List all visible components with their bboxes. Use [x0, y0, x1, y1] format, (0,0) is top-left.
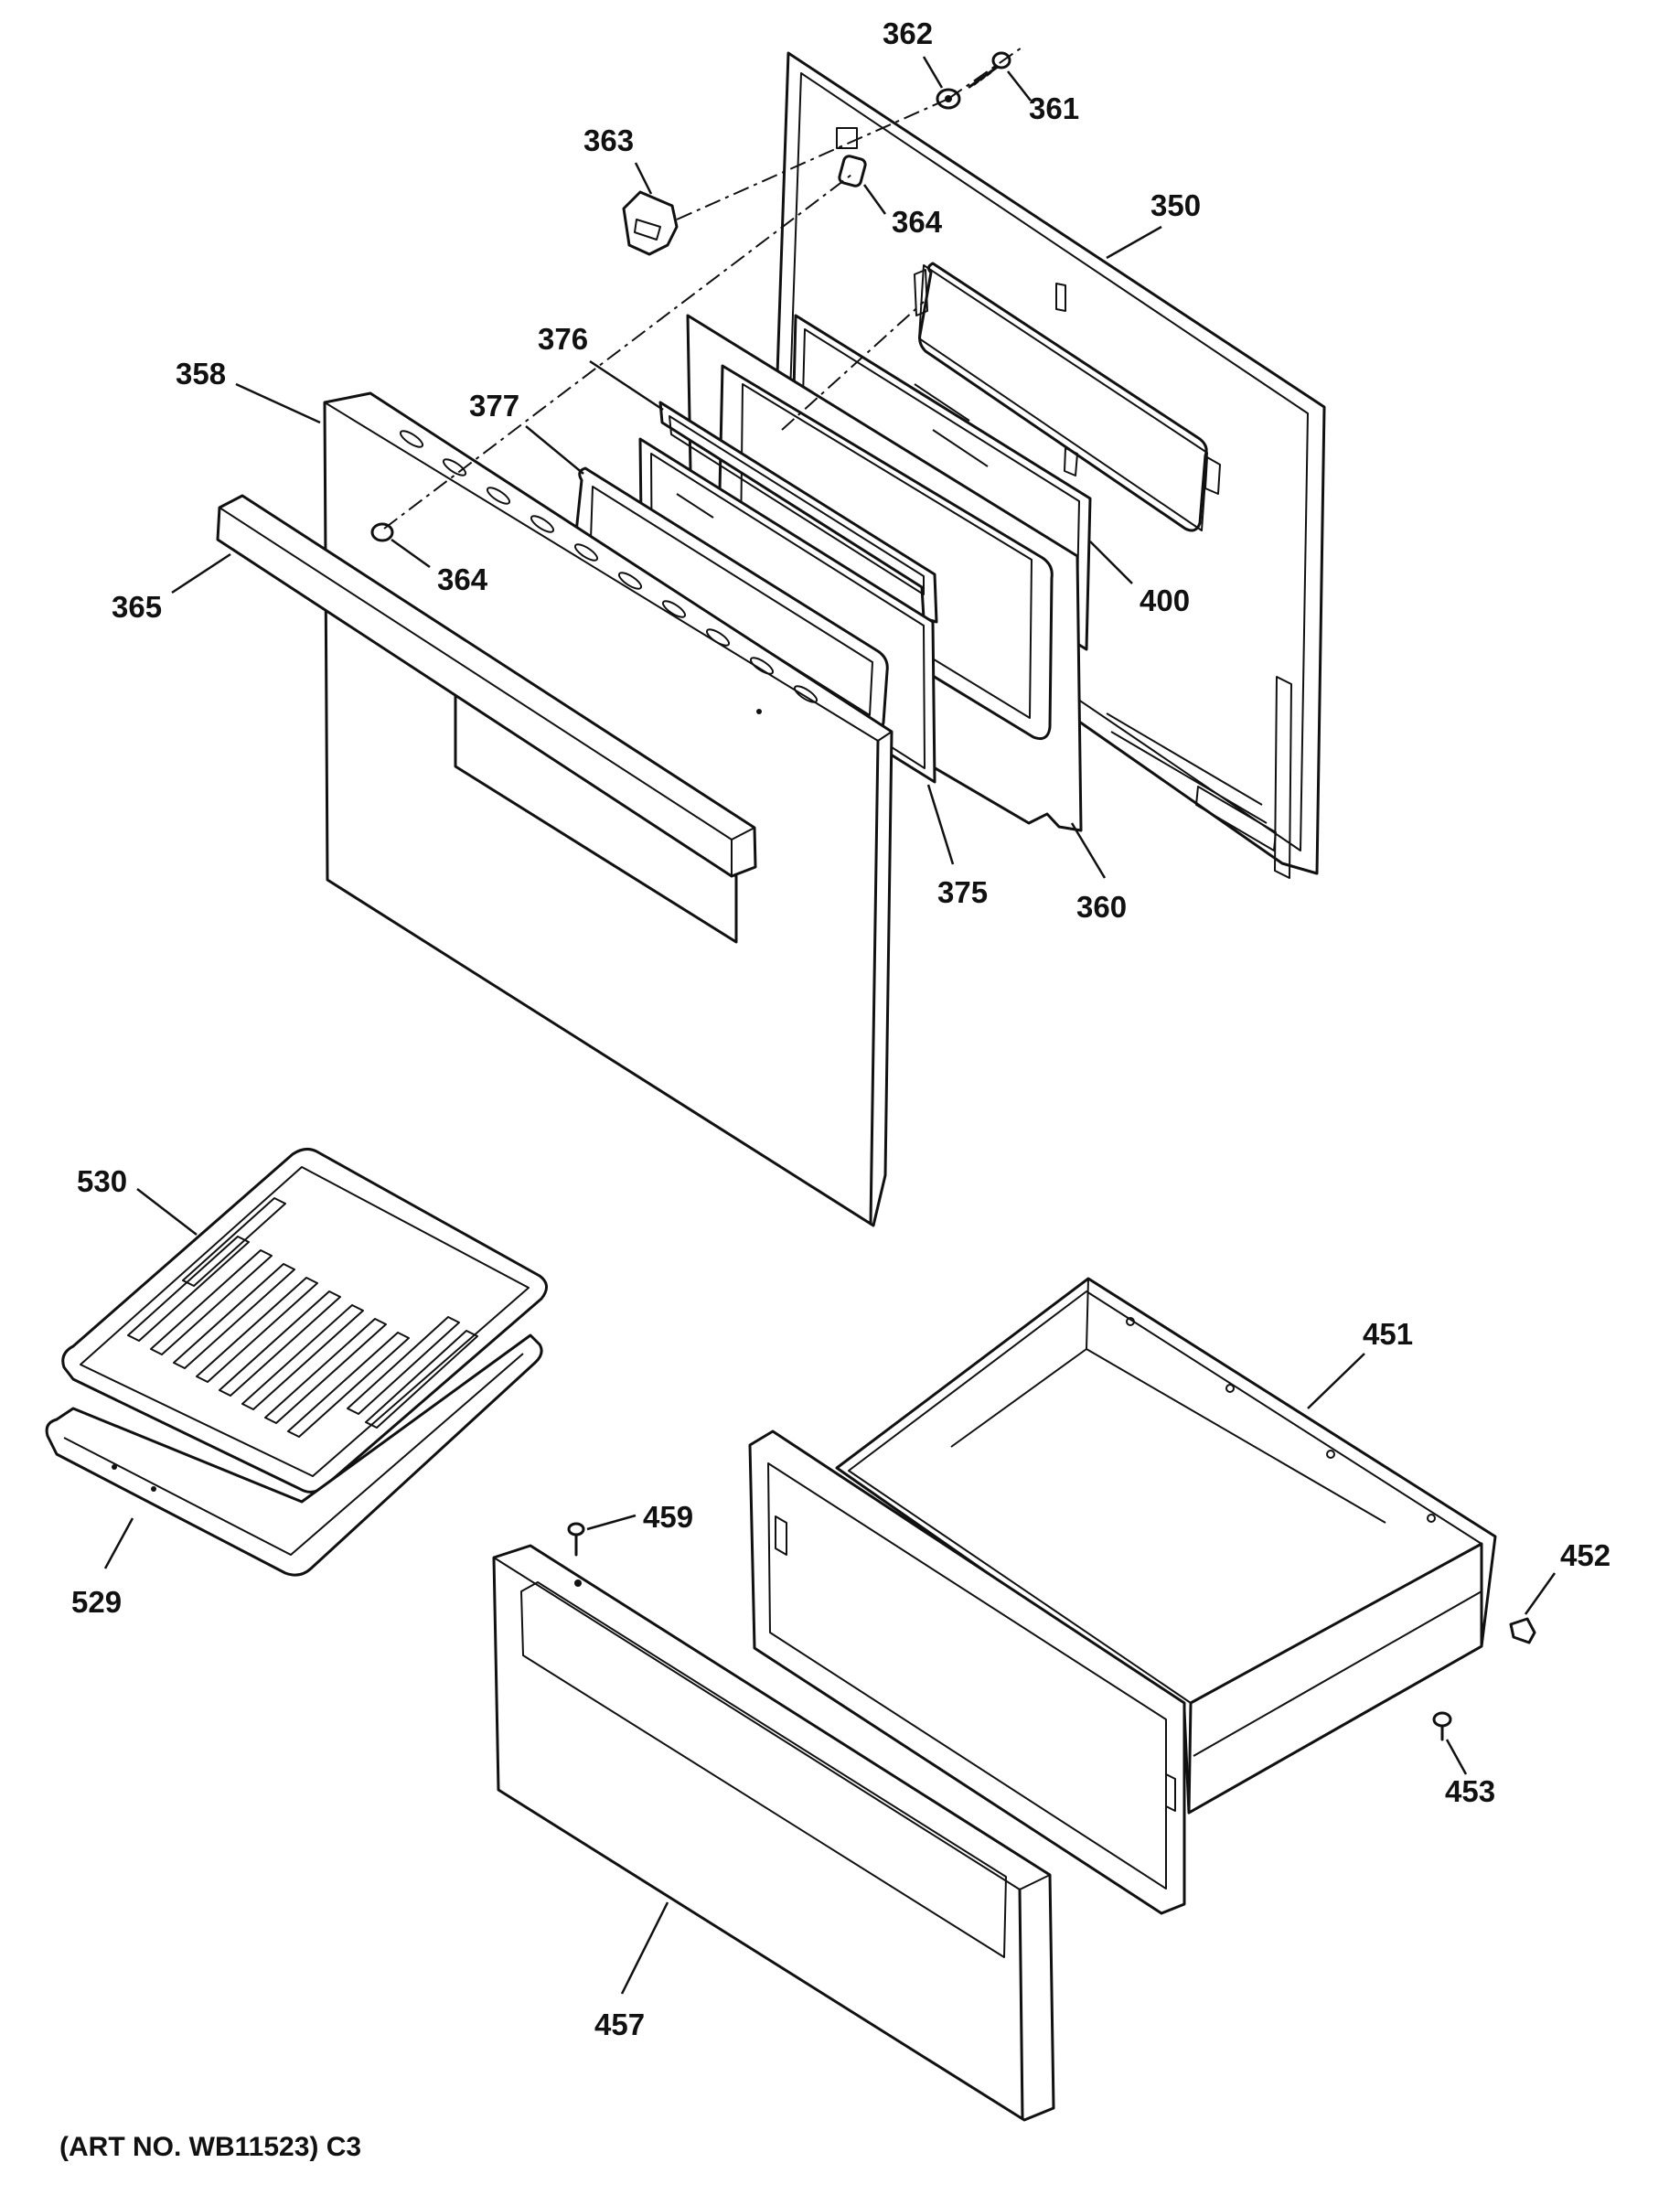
- part-451-drawer-front-panel: [748, 1429, 1186, 1915]
- part-labels: 362 361 363 364 350 376 377 358 365 364 …: [71, 16, 1610, 2041]
- part-361-screw: [968, 51, 1011, 89]
- part-363-bracket: [622, 190, 679, 256]
- label-377: 377: [469, 389, 519, 423]
- part-452-clip: [1509, 1617, 1536, 1644]
- leader-lines: [103, 56, 1557, 1995]
- part-530-broiler-rack: [61, 1148, 548, 1494]
- label-453: 453: [1445, 1774, 1495, 1808]
- label-361: 361: [1029, 91, 1079, 125]
- label-360: 360: [1076, 890, 1127, 924]
- assembly-center-lines: [383, 45, 1025, 530]
- part-459-screw: [567, 1522, 585, 1557]
- label-530: 530: [77, 1164, 127, 1198]
- label-358: 358: [176, 357, 226, 391]
- part-365-handle: [216, 494, 757, 878]
- part-529-broiler-pan: [45, 1333, 543, 1577]
- label-364-lower: 364: [437, 562, 488, 596]
- label-457: 457: [594, 2008, 645, 2041]
- label-459: 459: [643, 1500, 693, 1534]
- part-364-upper-end-cap: [838, 155, 867, 187]
- label-375: 375: [937, 875, 988, 909]
- label-529: 529: [71, 1585, 122, 1619]
- label-365: 365: [112, 590, 162, 624]
- part-364-lower-end-cap: [370, 522, 394, 542]
- label-376: 376: [538, 322, 588, 356]
- label-362: 362: [883, 16, 933, 50]
- part-457-drawer-front: [492, 1544, 1055, 2122]
- part-350-door-inner-panel: [771, 51, 1326, 879]
- label-400: 400: [1140, 584, 1190, 617]
- label-364-upper: 364: [892, 205, 943, 239]
- label-350: 350: [1150, 188, 1201, 222]
- label-452: 452: [1560, 1538, 1610, 1572]
- art-number-caption: (ART NO. WB11523) C3: [59, 2132, 361, 2162]
- label-363: 363: [583, 123, 634, 157]
- label-451: 451: [1363, 1317, 1413, 1351]
- part-453-stud: [1432, 1711, 1452, 1741]
